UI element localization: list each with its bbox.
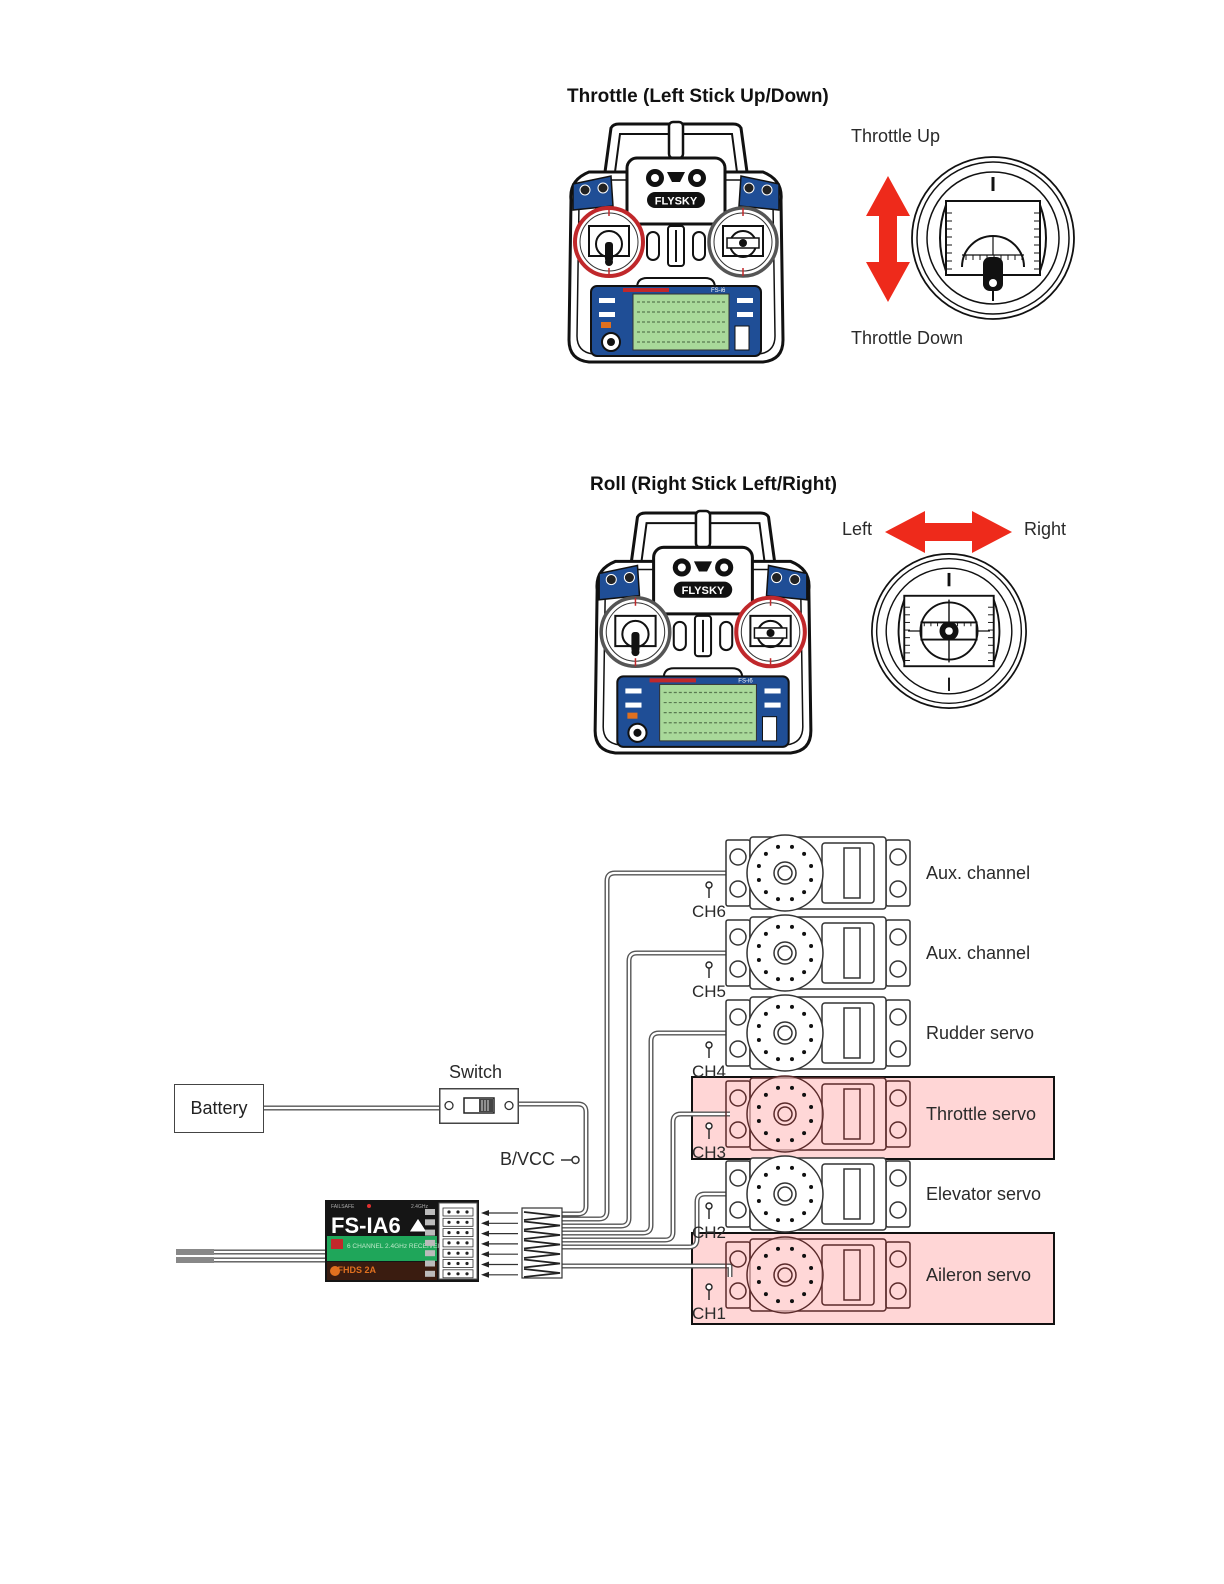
transmitter-roll: FLYSKY FS-i6 bbox=[593, 509, 813, 755]
connector-bundle bbox=[521, 1207, 563, 1279]
throttle-up-label: Throttle Up bbox=[851, 126, 941, 146]
servo-ch2: CH2 Elevator servo bbox=[692, 1155, 1041, 1242]
receiver-fs-ia6: FAILSAFE 2.4GHz FS-IA6 6 CHANNEL 2.4GHz … bbox=[325, 1200, 479, 1282]
servo-label: Aileron servo bbox=[926, 1265, 1031, 1285]
servo-label: Rudder servo bbox=[926, 1023, 1034, 1043]
channel-label: CH5 bbox=[692, 982, 726, 1001]
vertical-double-arrow-icon bbox=[866, 176, 910, 302]
channel-label: CH3 bbox=[692, 1143, 726, 1162]
horizontal-double-arrow-icon bbox=[885, 511, 1012, 553]
channel-label: CH4 bbox=[692, 1062, 726, 1081]
switch-icon bbox=[439, 1088, 519, 1124]
roll-left-label: Left bbox=[842, 519, 873, 539]
servo-label: Aux. channel bbox=[926, 863, 1030, 883]
battery-label: Battery bbox=[190, 1098, 248, 1118]
svg-text:FAILSAFE: FAILSAFE bbox=[331, 1204, 355, 1210]
svg-text:FLYSKY: FLYSKY bbox=[682, 585, 725, 597]
roll-title: Roll (Right Stick Left/Right) bbox=[590, 474, 837, 495]
servo-ch3: CH3 Throttle servo bbox=[692, 1075, 1036, 1162]
servo-label: Elevator servo bbox=[926, 1184, 1041, 1204]
servo-ch1: CH1 Aileron servo bbox=[692, 1236, 1031, 1323]
svg-text:FS-i6: FS-i6 bbox=[738, 678, 753, 684]
svg-text:6 CHANNEL 2.4GHz RECEIVER: 6 CHANNEL 2.4GHz RECEIVER bbox=[347, 1243, 442, 1250]
servo-label: Throttle servo bbox=[926, 1104, 1036, 1124]
stick-gimbal-roll bbox=[871, 553, 1027, 709]
svg-text:2.4GHz: 2.4GHz bbox=[411, 1204, 428, 1210]
receiver-model-text: FS-IA6 bbox=[331, 1213, 401, 1238]
battery-box: Battery bbox=[174, 1084, 264, 1133]
stick-gimbal-throttle bbox=[911, 156, 1075, 320]
bvcc-pin-icon bbox=[561, 1155, 580, 1165]
roll-right-label: Right bbox=[1024, 519, 1067, 539]
channel-label: CH2 bbox=[692, 1223, 726, 1242]
throttle-title: Throttle (Left Stick Up/Down) bbox=[567, 86, 829, 107]
transmitter-throttle: FLYSKY FS-i6 bbox=[567, 120, 785, 364]
servo-label: Aux. channel bbox=[926, 943, 1030, 963]
channel-label: CH1 bbox=[692, 1304, 726, 1323]
switch-label: Switch bbox=[449, 1062, 503, 1082]
svg-text:AFHDS 2A: AFHDS 2A bbox=[331, 1265, 377, 1275]
servo-ch5: CH5 Aux. channel bbox=[692, 914, 1030, 1001]
wire-group bbox=[176, 870, 733, 1278]
bvcc-label: B/VCC bbox=[500, 1149, 556, 1169]
svg-text:FS-i6: FS-i6 bbox=[711, 288, 726, 294]
servo-ch4: CH4 Rudder servo bbox=[692, 994, 1034, 1081]
channel-label: CH6 bbox=[692, 902, 726, 921]
servo-ch6: CH6 Aux. channel bbox=[692, 834, 1030, 921]
svg-text:FLYSKY: FLYSKY bbox=[655, 196, 698, 208]
throttle-down-label: Throttle Down bbox=[851, 328, 964, 348]
